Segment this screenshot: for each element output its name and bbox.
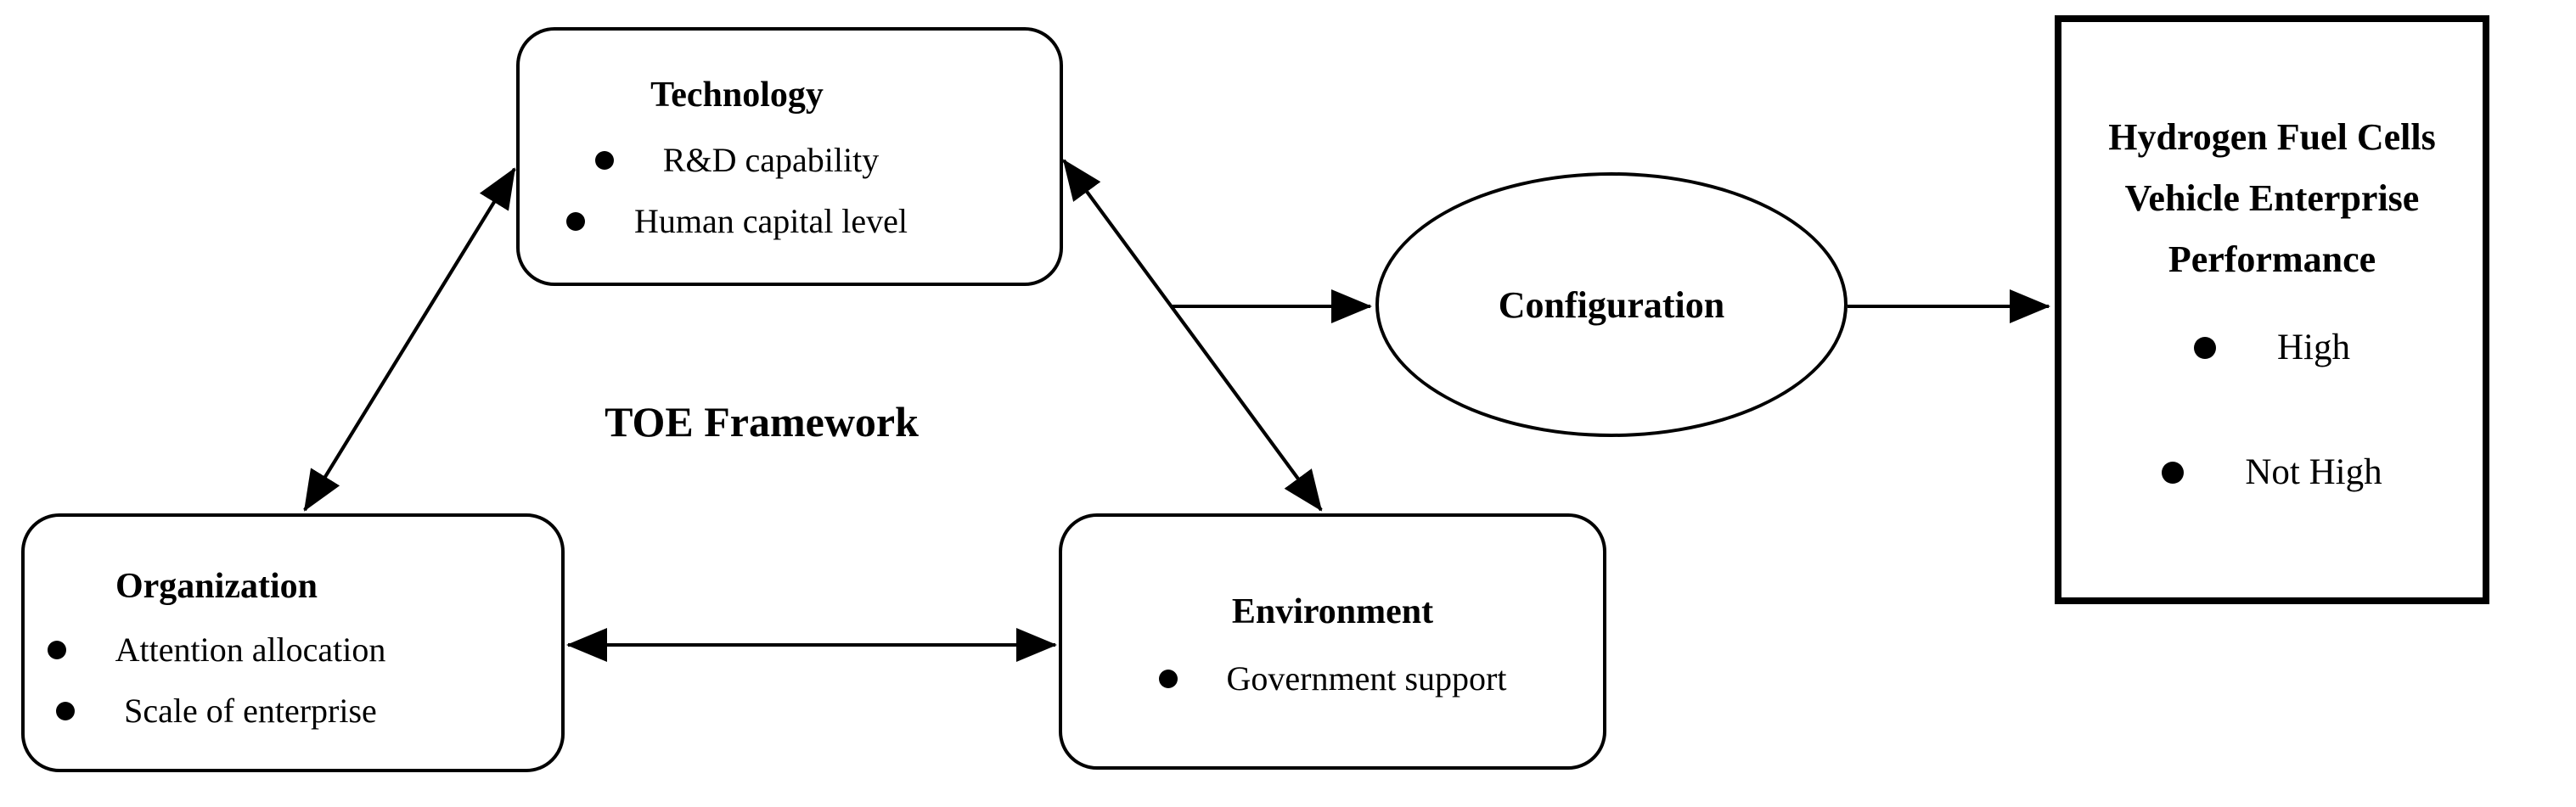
performance-title: Hydrogen Fuel Cells Vehicle Enterprise P… bbox=[2061, 107, 2483, 290]
performance-item-high: High bbox=[2061, 326, 2483, 370]
technology-node: Technology R&D capability Human capital … bbox=[516, 27, 1063, 286]
performance-title-line: Vehicle Enterprise bbox=[2124, 177, 2420, 219]
technology-item-rd: R&D capability bbox=[467, 139, 1007, 182]
performance-item-label: High bbox=[2277, 328, 2350, 367]
environment-item-government: Government support bbox=[1062, 658, 1603, 700]
organization-item-scale: Scale of enterprise bbox=[0, 690, 485, 732]
bullet-icon bbox=[56, 702, 76, 720]
organization-item-attention: Attention allocation bbox=[0, 629, 485, 671]
performance-item-not-high: Not High bbox=[2061, 451, 2483, 495]
organization-item-label: Attention allocation bbox=[115, 630, 386, 669]
configuration-title: Configuration bbox=[1498, 283, 1725, 326]
organization-node: Organization Attention allocation Scale … bbox=[21, 513, 565, 772]
bullet-icon bbox=[1158, 670, 1178, 688]
environment-title: Environment bbox=[1231, 592, 1434, 631]
bullet-icon bbox=[565, 212, 585, 231]
bullet-icon bbox=[2194, 337, 2216, 359]
bullet-icon bbox=[594, 151, 614, 170]
technology-title: Technology bbox=[650, 76, 824, 115]
arrow-technology-to-environment bbox=[1062, 159, 1323, 512]
environment-item-label: Government support bbox=[1226, 659, 1507, 698]
performance-title-line: Hydrogen Fuel Cells bbox=[2108, 116, 2436, 158]
bullet-icon bbox=[2162, 462, 2185, 484]
bullet-icon bbox=[47, 641, 66, 659]
performance-item-label: Not High bbox=[2245, 452, 2382, 492]
organization-item-label: Scale of enterprise bbox=[124, 692, 377, 730]
configuration-node: Configuration bbox=[1375, 172, 1848, 437]
organization-title: Organization bbox=[115, 567, 318, 606]
technology-item-label: R&D capability bbox=[662, 141, 880, 179]
performance-title-line: Performance bbox=[2168, 238, 2376, 280]
technology-item-label: Human capital level bbox=[633, 202, 908, 240]
performance-node: Hydrogen Fuel Cells Vehicle Enterprise P… bbox=[2055, 15, 2489, 604]
toe-framework-label: TOE Framework bbox=[605, 398, 919, 446]
environment-node: Environment Government support bbox=[1059, 513, 1606, 770]
arrow-environment-to-technology bbox=[1062, 159, 1323, 512]
technology-item-human-capital: Human capital level bbox=[467, 200, 1007, 243]
